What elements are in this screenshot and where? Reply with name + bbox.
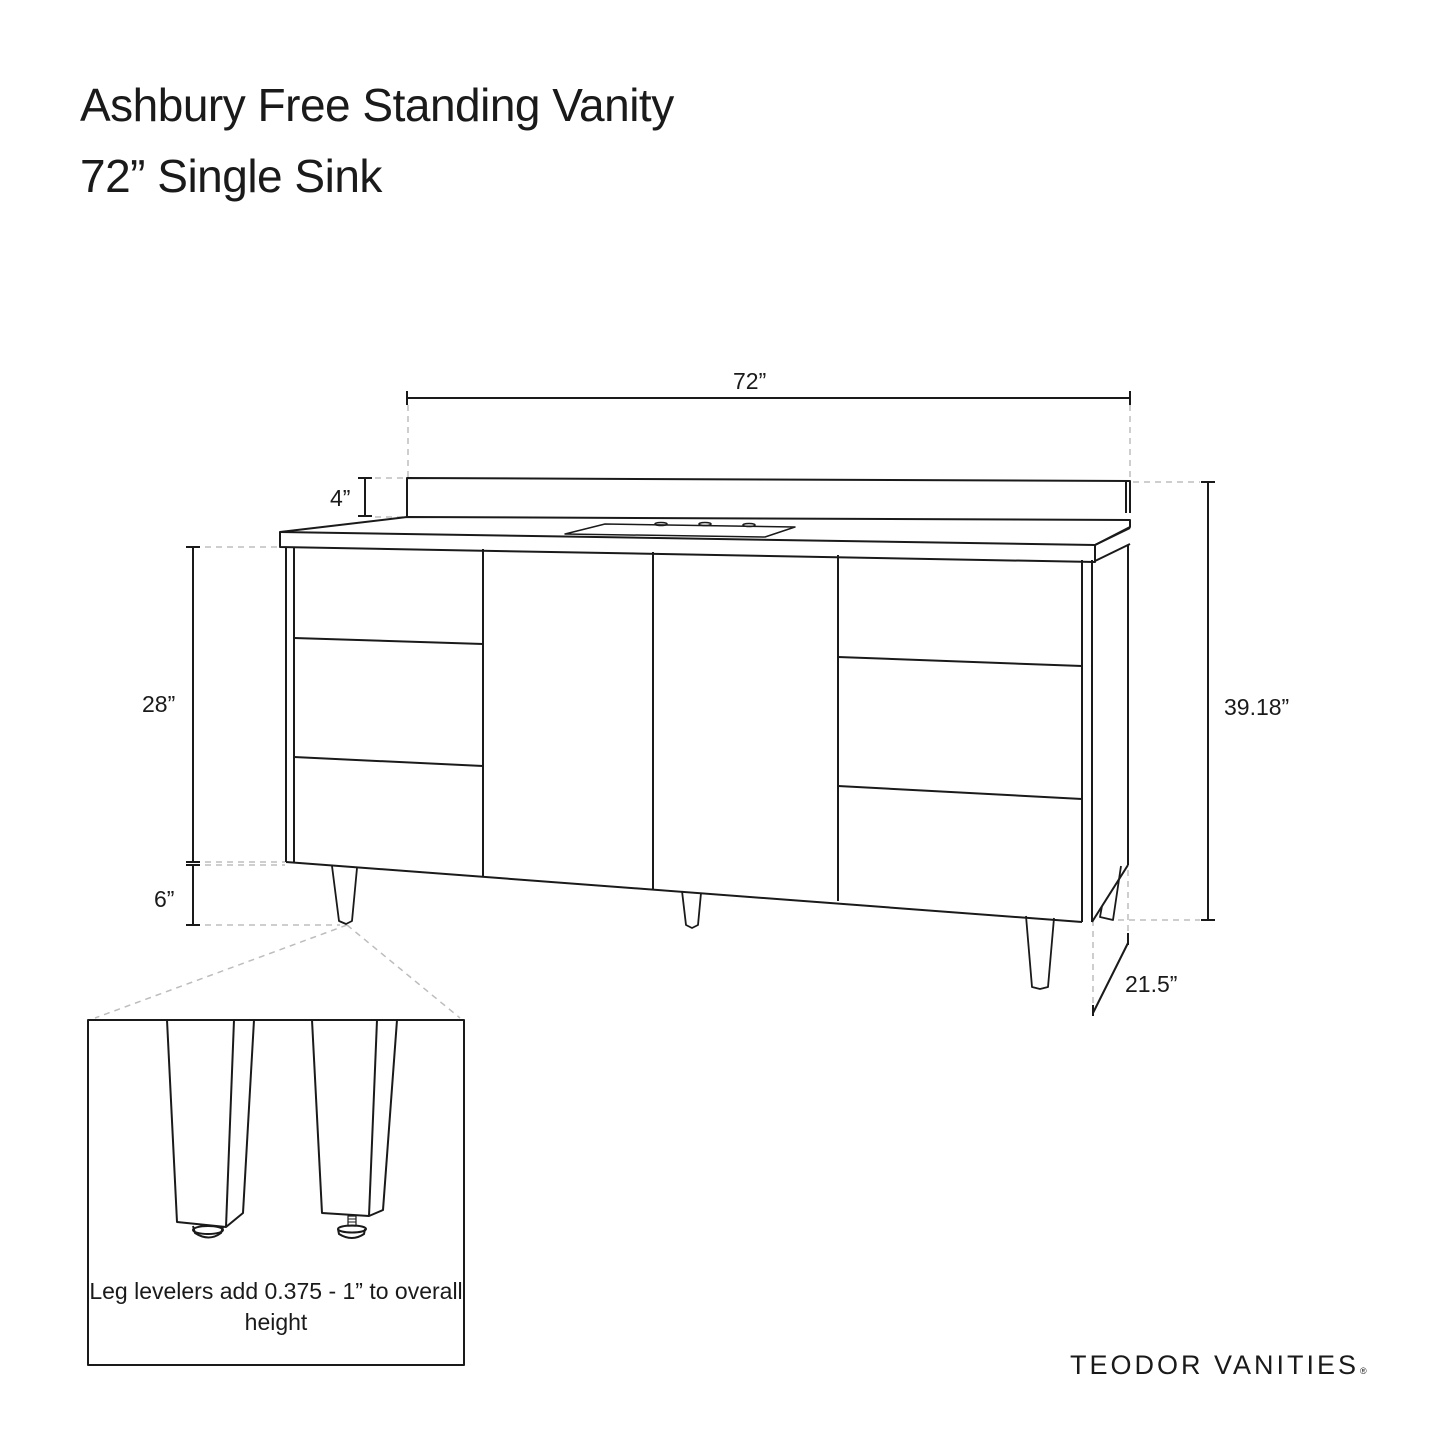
page-subtitle: 72” Single Sink: [80, 150, 382, 202]
guide-lines: [94, 405, 1200, 1019]
page-title: Ashbury Free Standing Vanity: [80, 79, 674, 131]
leg-leveler-note: Leg levelers add 0.375 - 1” to overall h…: [89, 1278, 463, 1335]
cabinet-height-dimension-line: [186, 546, 200, 926]
right-drawers: [837, 656, 1083, 800]
brand-name: TEODOR VANITIES: [1070, 1350, 1360, 1380]
sink: [564, 521, 796, 538]
depth-label: 21.5”: [1125, 971, 1178, 997]
leg-height-label: 6”: [154, 886, 175, 912]
overall-height-label: 39.18”: [1224, 694, 1290, 720]
backsplash-height-label: 4”: [330, 485, 351, 511]
width-dimension-line: [406, 391, 1131, 405]
center-doors: [652, 552, 839, 901]
backsplash: [406, 477, 1131, 517]
cabinet-body: [285, 545, 1129, 923]
countertop: [279, 516, 1131, 563]
depth-dimension-line: [1092, 933, 1129, 1016]
brand-logo: TEODOR VANITIES®: [1070, 1350, 1367, 1381]
registered-mark: ®: [1360, 1366, 1367, 1376]
width-label: 72”: [733, 368, 767, 394]
overall-height-dimension-line: [1201, 481, 1215, 921]
left-drawers: [293, 549, 484, 876]
legs: [331, 865, 1122, 990]
backsplash-dimension-line: [358, 477, 372, 517]
cabinet-height-label: 28”: [142, 691, 176, 717]
leg-leveler-inset: [87, 1019, 465, 1366]
